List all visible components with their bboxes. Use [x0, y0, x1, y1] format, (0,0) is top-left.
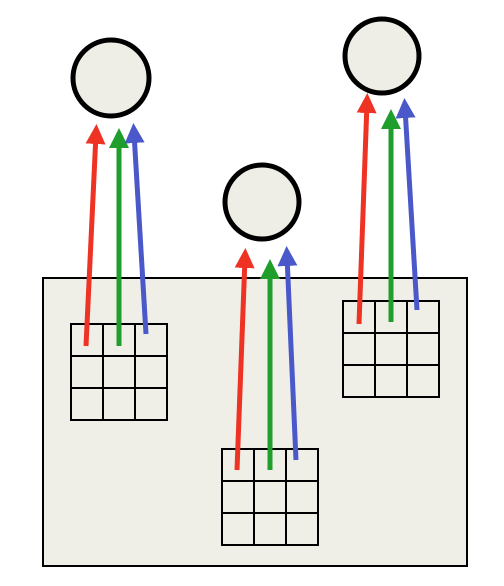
- node-right: [342, 16, 422, 96]
- arrow-blue-middle: [277, 246, 299, 461]
- arrow-red-right: [356, 93, 377, 325]
- node-middle: [222, 162, 302, 242]
- filter-grid-left-cell-2-2: [134, 387, 168, 421]
- arrow-red-middle: [234, 248, 255, 471]
- arrow-blue-left: [124, 123, 149, 335]
- arrow-red-left: [83, 124, 106, 347]
- filter-grid-middle: [221, 448, 319, 546]
- node-left: [70, 37, 152, 119]
- filter-grid-middle-cell-2-2: [285, 512, 319, 546]
- filter-grid-right-cell-2-2: [406, 364, 440, 398]
- arrow-blue-right: [395, 98, 420, 311]
